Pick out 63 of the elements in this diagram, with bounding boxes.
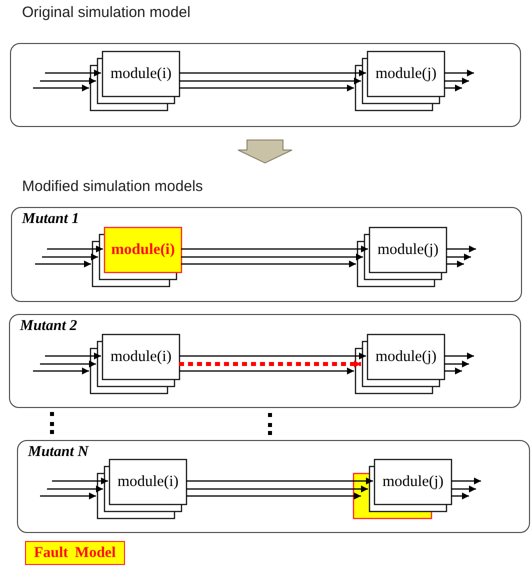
stacked-module-box [353,459,452,519]
module-label: module(j) [376,240,440,260]
mutant-title: Mutant 1 [22,211,80,228]
arrow [451,486,476,492]
arrow [179,84,354,92]
model-panel [10,43,521,127]
mutant-title: Mutant 2 [20,318,78,335]
module-label: module(i) [109,347,173,367]
arrow [181,246,368,252]
stacked-module-box [97,459,187,519]
arrow [444,84,462,92]
arrow [451,492,469,500]
arrow [446,246,476,252]
arrow [45,352,101,360]
arrow [186,486,368,492]
module-label: module(i) [109,64,173,84]
stacked-module-box [90,334,180,394]
arrow [40,78,96,84]
arrow [186,478,373,484]
arrow [444,70,474,76]
module-label: module(j) [374,64,438,84]
arrow [451,478,481,484]
module-label: module(j) [374,347,438,367]
section-heading: Original simulation model [22,4,190,21]
arrow [444,360,469,368]
arrow [35,260,91,268]
arrow [33,368,89,374]
mutant-title: Mutant N [28,444,88,461]
arrow [42,254,98,260]
arrow [45,70,101,76]
arrow [33,84,89,92]
arrow [179,78,361,84]
arrow [47,246,103,252]
arrow [179,368,354,374]
arrow [179,70,366,76]
legend-label: Fault Model [34,545,116,561]
arrow [446,254,471,260]
model-panel [17,440,530,533]
arrow [181,254,363,260]
stacked-module-box [355,334,445,394]
arrow [444,352,474,360]
module-label: module(i) [116,472,180,492]
module-label: module(i) [110,240,176,260]
arrow [186,492,361,500]
arrow [40,492,96,500]
arrow [444,78,469,84]
stacked-module-box [92,227,182,287]
arrow [446,260,464,268]
arrow [181,260,356,268]
arrow [179,352,366,360]
section-heading: Modified simulation models [22,178,203,195]
model-panel [9,314,521,408]
arrow [40,360,96,368]
block-arrow [238,140,292,164]
arrow [47,486,103,492]
stacked-module-box [90,51,180,111]
arrow [52,478,108,484]
stacked-module-box [355,51,445,111]
module-label: module(j) [381,472,445,492]
stacked-module-box [357,227,447,287]
model-panel [11,207,522,302]
arrow [444,368,462,374]
arrow [179,360,361,368]
